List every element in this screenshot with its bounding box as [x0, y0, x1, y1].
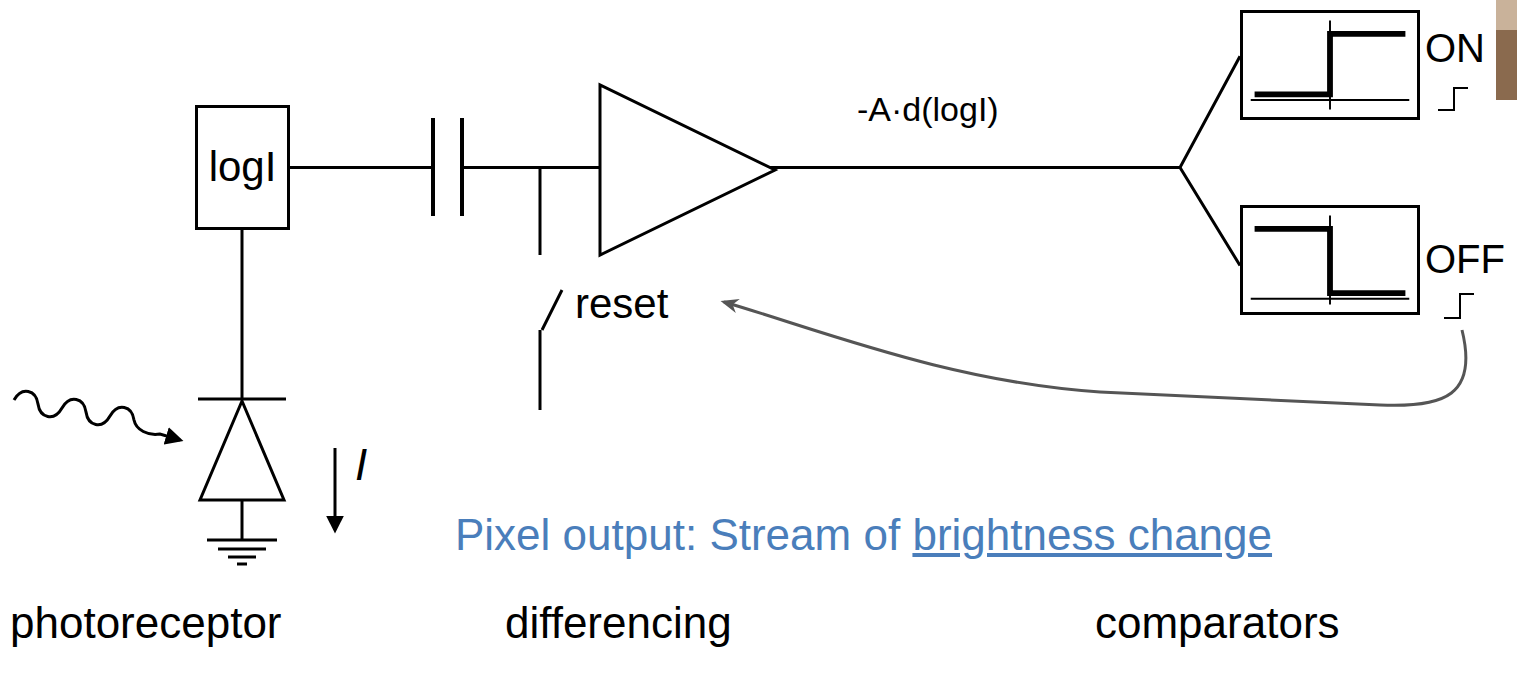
- ground-wire: [241, 500, 244, 540]
- ground-symbol: [207, 539, 277, 542]
- process-box: logI: [195, 105, 290, 230]
- output-caption-link: brightness change: [912, 510, 1272, 561]
- capacitor-plate: [460, 118, 464, 216]
- ground-symbol: [237, 563, 247, 566]
- photo-fragment: [1496, 0, 1517, 100]
- step-curve: [1255, 229, 1406, 293]
- output-caption: Pixel output: Stream of: [455, 510, 900, 561]
- diode-wire: [241, 230, 244, 400]
- section-label: comparators: [1095, 598, 1340, 649]
- comparator-box: OFF: [1240, 205, 1420, 315]
- ground-symbol: [218, 548, 266, 551]
- reset-feedback-arrow: [724, 302, 1466, 405]
- output-label: OFF: [1425, 236, 1505, 282]
- switch-blade: [542, 290, 562, 330]
- switch-label: reset: [575, 280, 668, 328]
- signal-label: -A·d(logI): [855, 90, 1001, 129]
- diode-symbol: [200, 401, 284, 500]
- capacitor-gap: [433, 148, 462, 188]
- section-label: differencing: [505, 598, 732, 649]
- amplifier-symbol: [600, 85, 775, 255]
- current-arrow: [334, 448, 337, 530]
- reset-wire: [539, 330, 542, 410]
- comparator-symbol: [1243, 208, 1417, 312]
- off-pulse: [1444, 294, 1474, 318]
- current-label: I: [355, 440, 367, 491]
- capacitor-plate: [431, 118, 435, 216]
- light-wave-arrow: [14, 391, 180, 440]
- caption-row: Pixel output: Stream ofbrightness change: [455, 510, 1272, 561]
- section-label: photoreceptor: [10, 598, 282, 649]
- step-curve: [1255, 34, 1406, 95]
- reset-wire: [539, 167, 542, 255]
- photo-fragment: [1496, 0, 1517, 30]
- box-label: logI: [209, 143, 277, 191]
- on-pulse: [1438, 88, 1468, 110]
- comparator-symbol: [1243, 13, 1417, 117]
- comparator-box: ON: [1240, 10, 1420, 120]
- output-label: ON: [1425, 25, 1485, 71]
- ground-symbol: [228, 556, 256, 559]
